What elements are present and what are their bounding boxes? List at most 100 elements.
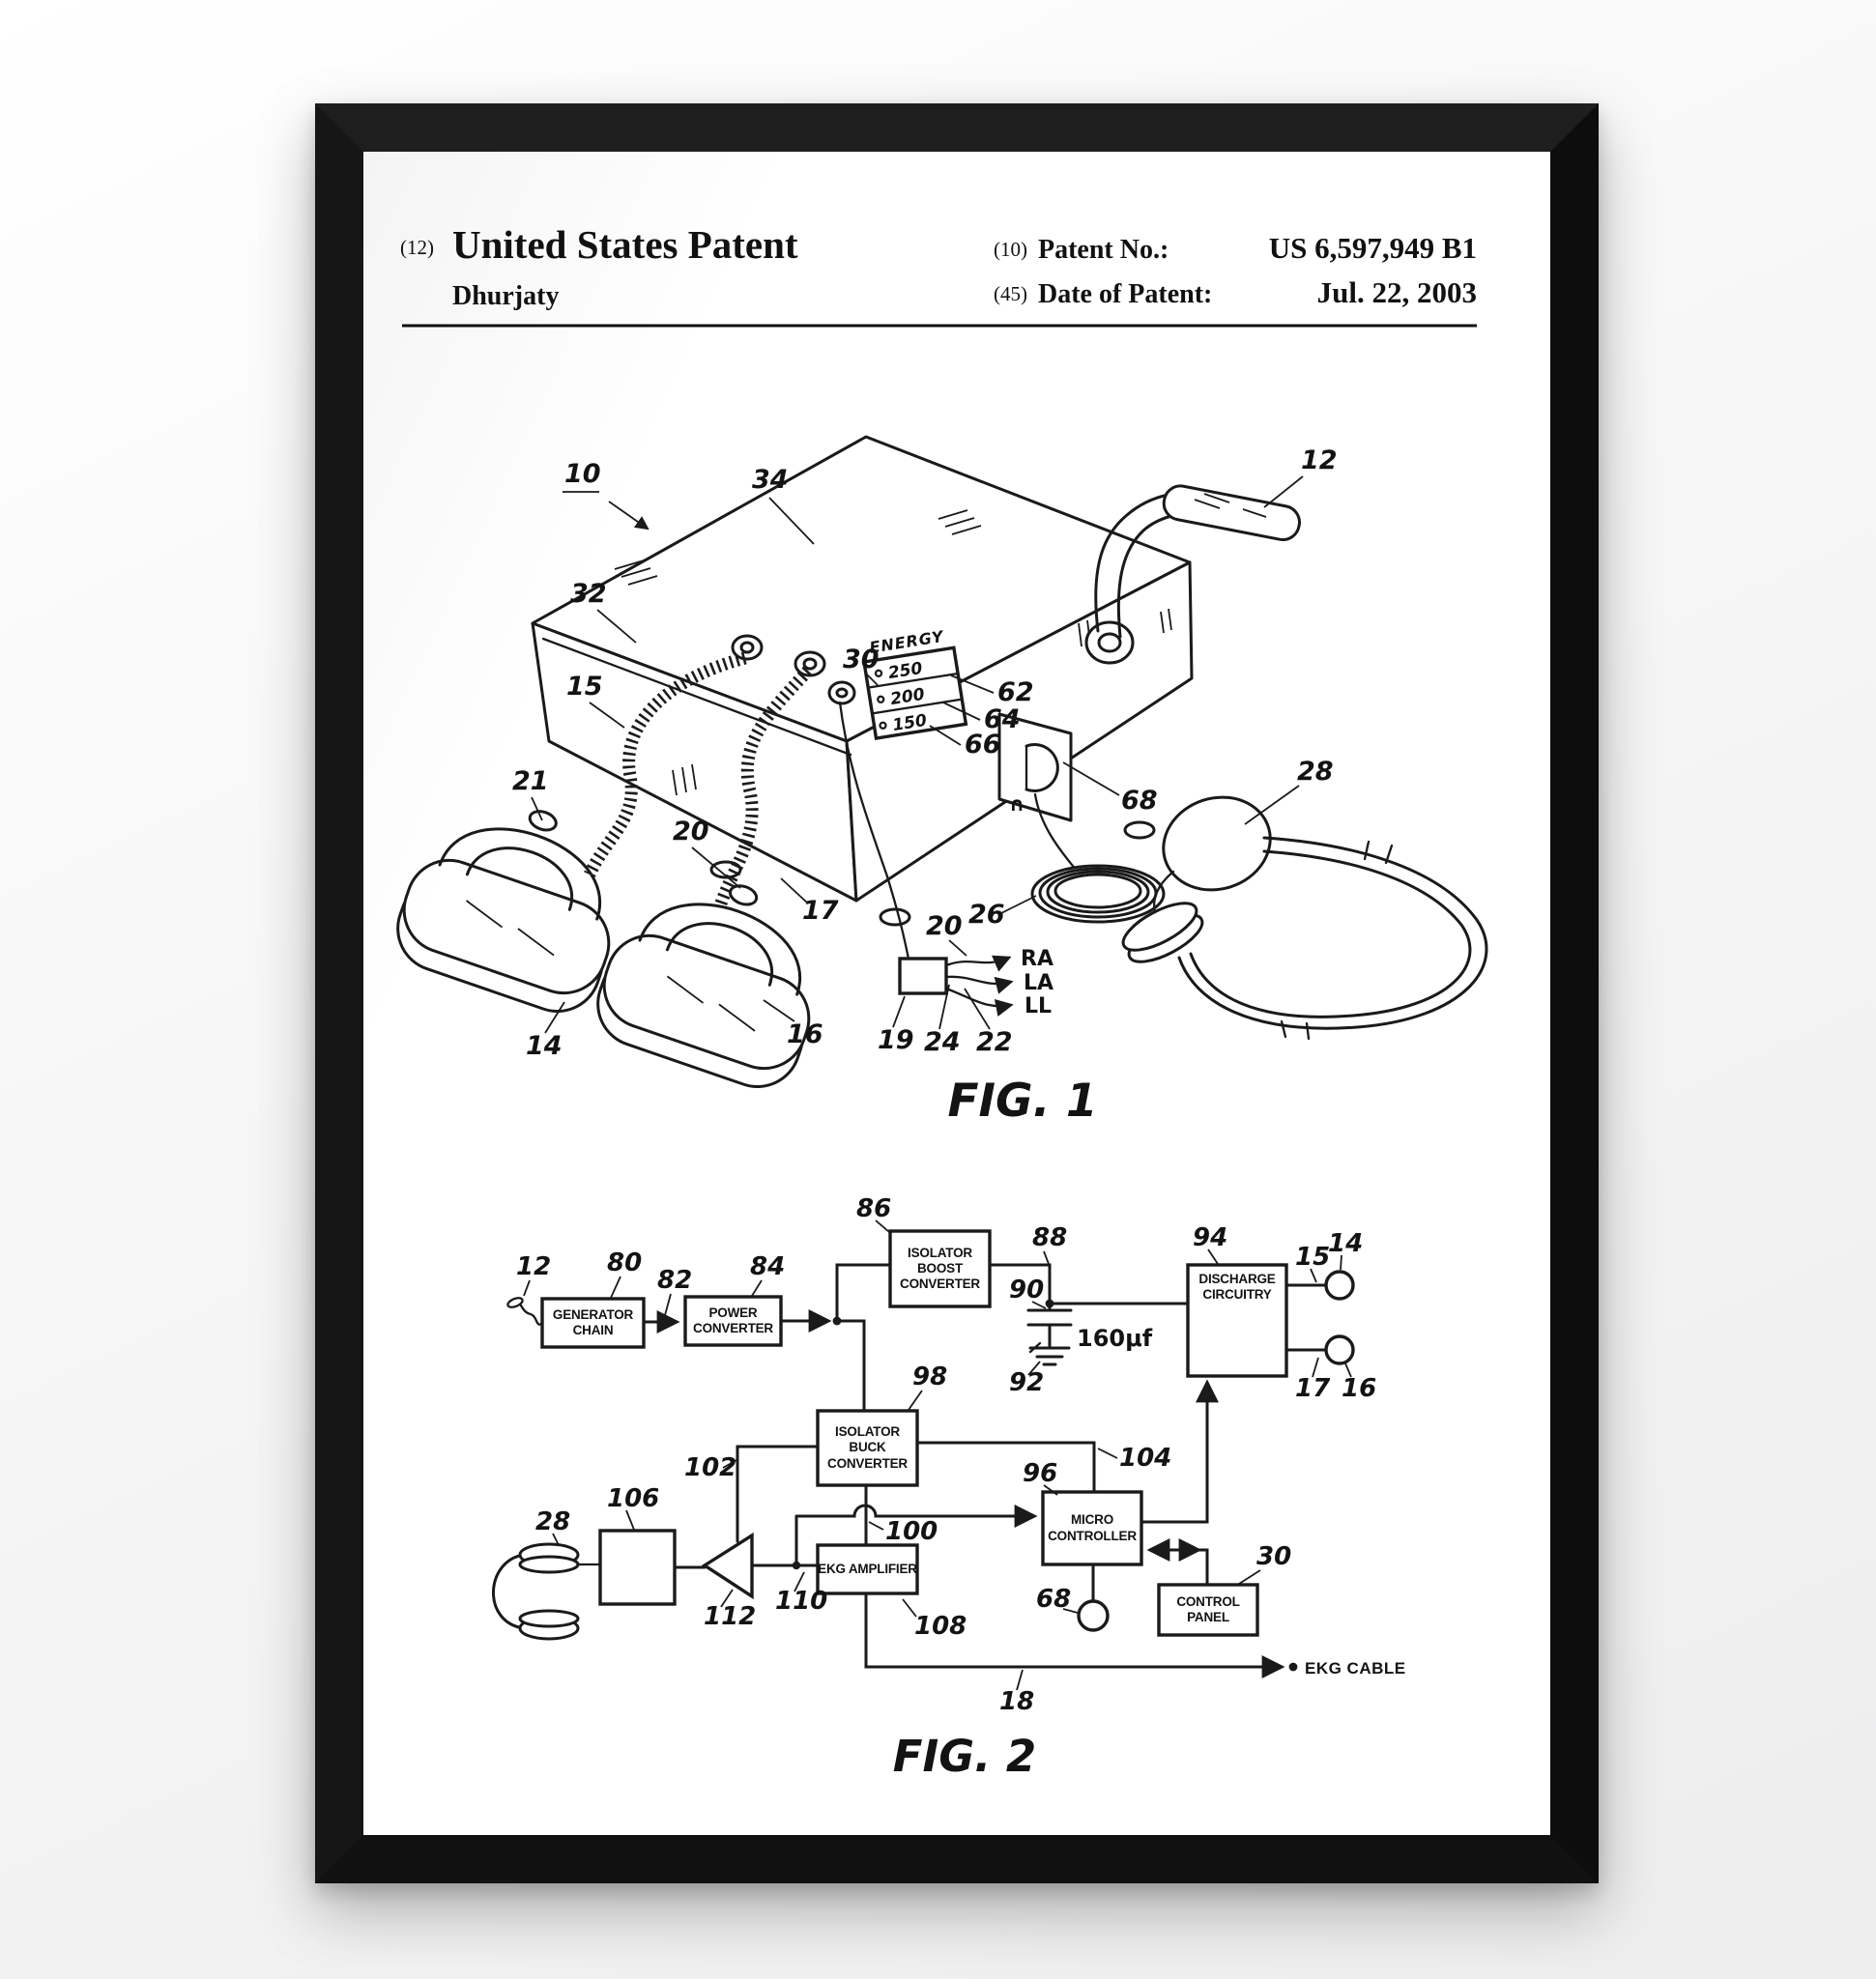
headset-sensor-icon bbox=[1121, 795, 1488, 1041]
figure-1-drawing: ENERGY 250 200 150 bbox=[396, 435, 1488, 1128]
paddle-connector-jacks bbox=[731, 634, 856, 705]
ekg-connector-block bbox=[898, 957, 948, 995]
crank-handle-icon bbox=[1084, 484, 1301, 665]
block-isolator-buck-label: ISOLATOR BUCK CONVERTER bbox=[827, 1424, 908, 1471]
patent-sheet: (12) United States Patent Dhurjaty (10) … bbox=[396, 222, 1488, 1782]
cable-coil-icon bbox=[1030, 864, 1166, 924]
ref-28: 28 bbox=[1297, 757, 1334, 787]
ref-30: 30 bbox=[843, 645, 880, 674]
amplifier-triangle-icon bbox=[701, 1532, 754, 1600]
ref-62: 62 bbox=[997, 677, 1034, 707]
f2-ref-28: 28 bbox=[535, 1507, 570, 1536]
patent-no-code: (10) bbox=[994, 238, 1027, 261]
f2-ref-30: 30 bbox=[1256, 1542, 1291, 1571]
block-generator-chain-label: GENERATOR CHAIN bbox=[552, 1306, 634, 1337]
lead-label-ll: LL bbox=[1025, 994, 1052, 1018]
date-value: Jul. 22, 2003 bbox=[1317, 275, 1477, 309]
figure-2-labels: 12 80 82 84 86 88 90 92 94 bbox=[516, 1194, 1376, 1716]
block-discharge-circuitry-label: DISCHARGE CIRCUITRY bbox=[1198, 1272, 1276, 1303]
f2-ref-106: 106 bbox=[607, 1484, 659, 1513]
patent-no-field: Patent No.: bbox=[1038, 235, 1169, 265]
lead-label-ra: RA bbox=[1021, 947, 1053, 971]
ref-22: 22 bbox=[976, 1027, 1013, 1057]
f2-ref-100: 100 bbox=[885, 1517, 938, 1546]
defibrillator-box-icon bbox=[531, 435, 1194, 927]
paddle-right-icon bbox=[596, 884, 811, 1089]
block-micro-controller bbox=[1041, 1490, 1143, 1566]
ref-19: 19 bbox=[878, 1025, 914, 1055]
ref-26: 26 bbox=[968, 900, 1005, 930]
date-field: Date of Patent: bbox=[1038, 279, 1212, 309]
block-generator-chain bbox=[540, 1297, 646, 1349]
kind-code: (12) bbox=[400, 236, 434, 259]
ref-24: 24 bbox=[924, 1027, 961, 1057]
f2-ref-88: 88 bbox=[1032, 1223, 1067, 1252]
capacitor-value: 160μf bbox=[1077, 1325, 1153, 1352]
ekg-cable-label: EKG CABLE bbox=[1305, 1659, 1406, 1678]
block-control-panel-label: CONTROL PANEL bbox=[1176, 1593, 1240, 1624]
f2-ref-15: 15 bbox=[1295, 1243, 1330, 1272]
f2-ref-96: 96 bbox=[1023, 1459, 1057, 1488]
block-isolator-buck bbox=[816, 1409, 919, 1487]
block-ekg-amplifier-label: EKG AMPLIFIER bbox=[818, 1561, 917, 1576]
f2-ref-16: 16 bbox=[1342, 1374, 1376, 1403]
ref-66: 66 bbox=[965, 730, 1001, 760]
f2-ref-12: 12 bbox=[516, 1252, 551, 1281]
headset-icon-small bbox=[492, 1542, 580, 1641]
date-code: (45) bbox=[994, 282, 1027, 305]
ref-34: 34 bbox=[752, 465, 789, 495]
energy-panel: ENERGY 250 200 150 bbox=[862, 627, 968, 740]
block-power-converter-label: POWER CONVERTER bbox=[693, 1305, 773, 1335]
figure-1-caption: FIG. 1 bbox=[947, 1075, 1097, 1128]
f2-ref-94: 94 bbox=[1193, 1223, 1227, 1252]
knob-symbol: ∩ bbox=[1009, 792, 1025, 816]
figure-2-caption: FIG. 2 bbox=[893, 1731, 1037, 1782]
f2-ref-18: 18 bbox=[999, 1687, 1034, 1716]
block-isolator-boost bbox=[888, 1229, 992, 1308]
block-transducer bbox=[598, 1529, 677, 1606]
f2-ref-86: 86 bbox=[856, 1194, 891, 1223]
block-control-panel bbox=[1157, 1583, 1259, 1637]
figure-1-labels: 10 34 12 32 15 21 20 17 bbox=[512, 445, 1338, 1061]
ref-12: 12 bbox=[1301, 445, 1338, 475]
patent-no-value: US 6,597,949 B1 bbox=[1269, 231, 1477, 265]
patent-title: United States Patent bbox=[452, 222, 798, 267]
ref-64: 64 bbox=[984, 704, 1021, 734]
diagram-wires bbox=[506, 1263, 1355, 1678]
ref-14: 14 bbox=[526, 1031, 563, 1061]
ref-32: 32 bbox=[570, 579, 607, 609]
f2-ref-108: 108 bbox=[914, 1612, 967, 1641]
figure-2-diagram: GENERATOR CHAIN POWER CONVERTER ISOLATOR… bbox=[492, 1194, 1406, 1782]
f2-ref-17: 17 bbox=[1295, 1374, 1331, 1403]
block-power-converter bbox=[683, 1295, 783, 1347]
f2-ref-104: 104 bbox=[1119, 1444, 1171, 1473]
block-ekg-amplifier bbox=[816, 1543, 919, 1595]
f2-ref-80: 80 bbox=[607, 1248, 642, 1277]
paddle-left-icon bbox=[396, 810, 611, 1014]
ref-20-paddle: 20 bbox=[673, 817, 709, 846]
ref-10: 10 bbox=[564, 459, 601, 489]
block-isolator-boost-label: ISOLATOR BOOST CONVERTER bbox=[900, 1245, 980, 1292]
block-discharge-circuitry bbox=[1186, 1263, 1288, 1378]
energy-select-knob: ∩ bbox=[997, 712, 1073, 822]
f2-ref-110: 110 bbox=[775, 1587, 827, 1616]
paddle-cable-coil-right bbox=[714, 666, 813, 906]
lead-label-la: LA bbox=[1024, 971, 1053, 995]
f2-ref-102: 102 bbox=[684, 1453, 736, 1482]
block-micro-controller-label: MICRO CONTROLLER bbox=[1048, 1512, 1137, 1543]
f2-ref-98: 98 bbox=[912, 1362, 947, 1391]
f2-ref-14: 14 bbox=[1328, 1229, 1363, 1258]
f2-ref-112: 112 bbox=[704, 1602, 756, 1631]
ref-20-leads: 20 bbox=[926, 911, 963, 941]
inventor-name: Dhurjaty bbox=[452, 281, 559, 311]
ref-21: 21 bbox=[512, 766, 549, 796]
ref-16: 16 bbox=[787, 1019, 823, 1049]
ref-17: 17 bbox=[802, 896, 839, 926]
patent-header: (12) United States Patent Dhurjaty (10) … bbox=[400, 222, 1477, 328]
ekg-lead-wires bbox=[944, 955, 1014, 1017]
ref-15: 15 bbox=[566, 672, 603, 702]
picture-frame: (12) United States Patent Dhurjaty (10) … bbox=[315, 103, 1599, 1883]
paddle-cable-coil-left bbox=[584, 651, 747, 877]
diagram-blocks: GENERATOR CHAIN POWER CONVERTER ISOLATOR… bbox=[540, 1229, 1288, 1637]
